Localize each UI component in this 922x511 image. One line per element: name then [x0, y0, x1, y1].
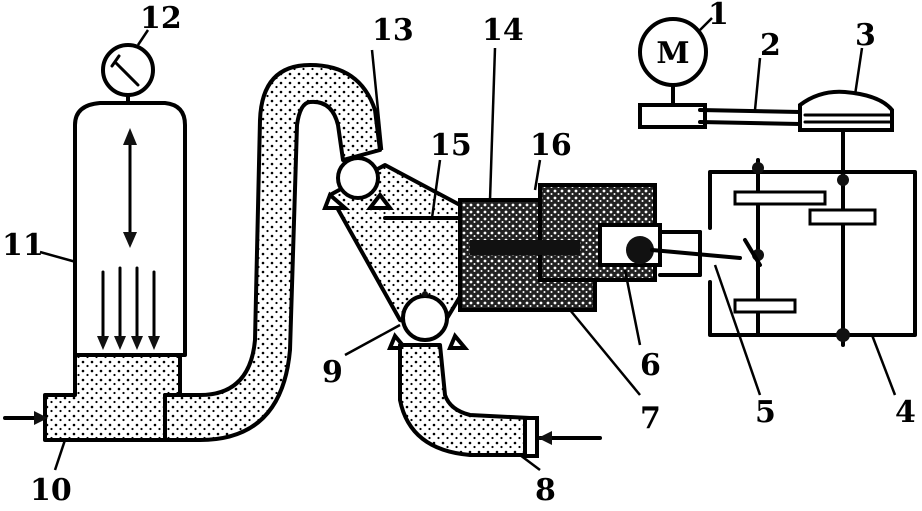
- vessel-powder-base: [43, 353, 182, 442]
- label-2: 2: [760, 28, 781, 63]
- motor-pulley: [638, 103, 707, 129]
- piston-14: [470, 240, 580, 255]
- label-10: 10: [30, 473, 72, 508]
- label-12: 12: [140, 1, 182, 36]
- pipe-s-bend: [163, 63, 382, 442]
- label-8: 8: [535, 473, 556, 508]
- label-4: 4: [895, 395, 916, 430]
- label-5: 5: [755, 395, 776, 430]
- vessel-flow-arrows: [97, 266, 160, 350]
- belt-2: [698, 108, 802, 126]
- label-16: 16: [530, 128, 572, 163]
- label-7: 7: [640, 401, 661, 436]
- label-9: 9: [322, 355, 343, 390]
- arrow-up-head: [123, 128, 137, 145]
- label-11: 11: [2, 228, 44, 263]
- gear-upper: [733, 190, 827, 206]
- pump-body: [383, 183, 742, 312]
- label-13: 13: [372, 13, 414, 48]
- label-3: 3: [855, 18, 876, 53]
- crosshead-6: [626, 236, 654, 264]
- gearbox-4: [708, 116, 917, 347]
- valve-13: [322, 156, 395, 210]
- pressure-gauge: [101, 43, 155, 97]
- gear-mid: [808, 208, 877, 226]
- motor-drive: M: [638, 17, 894, 132]
- air-inlet-arrowhead: [34, 411, 48, 425]
- label-6: 6: [640, 348, 661, 383]
- motor-label: M: [656, 36, 689, 71]
- leader-lines: [39, 17, 897, 471]
- gauge-needle: [110, 54, 140, 87]
- receiver-vessel: [3, 43, 187, 442]
- pulley-3: [798, 89, 894, 132]
- gear-lower: [733, 298, 797, 314]
- arrow-down-head: [123, 232, 137, 248]
- gearbox-frame: [708, 170, 917, 337]
- inlet-pipe-8: [398, 343, 602, 458]
- label-15: 15: [430, 128, 472, 163]
- label-1: 1: [708, 0, 729, 32]
- label-14: 14: [482, 13, 524, 48]
- valve-9: [387, 291, 470, 350]
- connecting-rod-5: [650, 248, 742, 260]
